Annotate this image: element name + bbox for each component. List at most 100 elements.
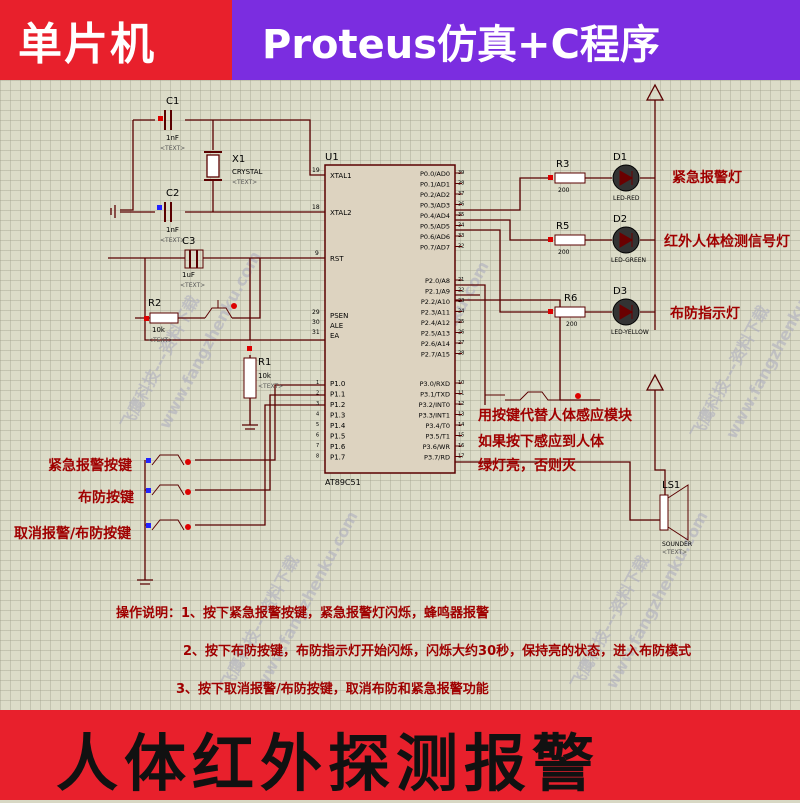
pin-label: P3.3/INT1 bbox=[419, 412, 450, 420]
pin-label: P0.2/AD2 bbox=[420, 191, 450, 199]
wire bbox=[144, 258, 325, 341]
r2-value: 10k bbox=[152, 326, 166, 334]
c1-value: 1nF bbox=[166, 134, 179, 142]
pin-label: P2.7/A15 bbox=[421, 351, 450, 359]
d3-label: D3 bbox=[613, 286, 627, 297]
mcu-u1: U1 AT89C51 XTAL1 XTAL2 RST PSEN ALE EA 1… bbox=[312, 152, 464, 487]
banner-right-title: Proteus仿真+C程序 bbox=[262, 22, 660, 68]
ir-signal-light-label: 红外人体检测信号灯 bbox=[664, 233, 790, 250]
wire bbox=[137, 460, 153, 585]
sensor-note-line: 用按键代替人体感应模块 bbox=[478, 407, 633, 424]
text-tag: <TEXT> bbox=[160, 237, 185, 244]
pin-label: RST bbox=[330, 255, 344, 263]
c2-value: 1nF bbox=[166, 226, 179, 234]
r6-label: R6 bbox=[564, 293, 577, 304]
sensor-note-line: 如果按下感应到人体 bbox=[478, 433, 605, 450]
pin-label: P3.0/RXD bbox=[420, 380, 450, 388]
pin-label: P1.6 bbox=[330, 443, 346, 451]
pin-label: P3.5/T1 bbox=[425, 433, 450, 441]
pin-label: P0.6/AD6 bbox=[420, 233, 450, 241]
text-tag: <TEXT> bbox=[180, 282, 205, 289]
wire bbox=[195, 384, 325, 461]
capacitor-c3: C3 1uF <TEXT> bbox=[180, 236, 205, 289]
d2-type: LED-GREEN bbox=[611, 257, 646, 264]
ls1-type: SOUNDER bbox=[662, 541, 692, 548]
sensor-button bbox=[484, 391, 581, 405]
pin-label: P2.1/A9 bbox=[425, 288, 450, 296]
pin-label: XTAL2 bbox=[330, 209, 352, 217]
pin-label: P2.0/A8 bbox=[425, 277, 450, 285]
c3-value: 1uF bbox=[182, 271, 195, 279]
pin-label: P3.7/RD bbox=[424, 454, 450, 462]
text-tag: <TEXT> bbox=[258, 383, 283, 390]
cancel-button bbox=[146, 519, 191, 531]
pin-label: P1.3 bbox=[330, 412, 345, 420]
r3-value: 200 bbox=[558, 187, 570, 194]
wire bbox=[455, 284, 486, 405]
d2-label: D2 bbox=[613, 214, 627, 225]
power-symbol bbox=[645, 83, 665, 101]
pin-label: P1.5 bbox=[330, 433, 345, 441]
c3-label: C3 bbox=[182, 236, 195, 247]
pin-number: 5 bbox=[316, 422, 319, 428]
pin-number: 3 bbox=[316, 401, 319, 407]
pin-number: 6 bbox=[316, 433, 319, 439]
pin-label: P1.7 bbox=[330, 454, 345, 462]
capacitor-c2: C2 1nF <TEXT> bbox=[157, 188, 185, 244]
r1-label: R1 bbox=[258, 357, 271, 368]
text-tag: <TEXT> bbox=[662, 549, 687, 556]
instruction-line: 2、按下布防按键，布防指示灯开始闪烁，闪烁大约30秒，保持亮的状态，进入布防模式 bbox=[183, 643, 691, 659]
cancel-button-label: 取消报警/布防按键 bbox=[14, 525, 132, 542]
pin-label: P3.2/INT0 bbox=[419, 401, 450, 409]
pin-label: P2.5/A13 bbox=[421, 330, 450, 338]
pin-label: P3.1/TXD bbox=[420, 391, 450, 399]
text-tag: <TEXT> bbox=[232, 179, 257, 186]
footer-banner bbox=[0, 710, 800, 800]
c1-label: C1 bbox=[166, 96, 179, 107]
u1-chip-name: AT89C51 bbox=[325, 478, 361, 487]
pin-number: 4 bbox=[316, 412, 319, 418]
wire bbox=[120, 120, 134, 211]
pin-number: 31 bbox=[312, 329, 320, 336]
pin-label: P0.7/AD7 bbox=[420, 244, 450, 252]
wire bbox=[585, 177, 612, 313]
d1-label: D1 bbox=[613, 152, 627, 163]
led-d3: D3 LED-YELLOW bbox=[611, 286, 649, 336]
pin-number: 1 bbox=[316, 380, 319, 386]
wire bbox=[654, 390, 666, 500]
pin-label: P2.3/A11 bbox=[421, 309, 450, 317]
arm-light-label: 布防指示灯 bbox=[670, 305, 740, 322]
capacitor-c1: C1 1nF <TEXT> bbox=[158, 96, 185, 152]
resistor-r3: R3 200 bbox=[548, 159, 586, 194]
pin-label: EA bbox=[330, 332, 339, 340]
pin-number: 29 bbox=[312, 309, 320, 316]
sounder-ls1: LS1 SOUNDER <TEXT> bbox=[659, 480, 692, 556]
pin-number: 30 bbox=[312, 319, 320, 326]
r5-value: 200 bbox=[558, 249, 570, 256]
sensor-note-line: 绿灯亮，否则灭 bbox=[478, 457, 577, 474]
pin-label: P1.4 bbox=[330, 422, 346, 430]
instruction-line: 3、按下取消报警/布防按键，取消布防和紧急报警功能 bbox=[176, 681, 489, 697]
pin-number: 7 bbox=[316, 443, 319, 449]
pin-label: P0.1/AD1 bbox=[420, 181, 450, 189]
emergency-button bbox=[146, 454, 191, 466]
pin-label: P3.6/WR bbox=[423, 443, 451, 451]
pin-label: P0.3/AD3 bbox=[420, 202, 450, 210]
pin-label: P0.5/AD5 bbox=[420, 223, 450, 231]
pin-label: P3.4/T0 bbox=[425, 422, 450, 430]
pin-number: 19 bbox=[312, 167, 320, 174]
reset-button bbox=[204, 300, 237, 319]
r5-label: R5 bbox=[556, 221, 569, 232]
resistor-r2: R2 10k <TEXT> bbox=[144, 298, 179, 344]
wire bbox=[455, 219, 548, 241]
d1-type: LED-RED bbox=[613, 195, 640, 202]
arm-button bbox=[146, 484, 191, 496]
x1-value: CRYSTAL bbox=[232, 168, 263, 176]
pin-number: 9 bbox=[315, 250, 319, 257]
resistor-r6: R6 200 bbox=[548, 293, 586, 328]
r1-value: 10k bbox=[258, 372, 272, 380]
